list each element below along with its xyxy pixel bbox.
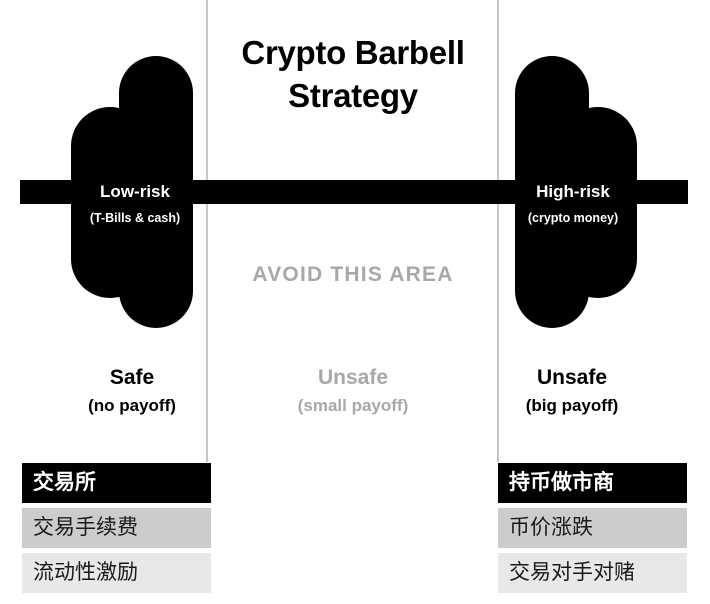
left-plate-label: Low-risk bbox=[100, 182, 170, 201]
page-title: Crypto Barbell Strategy bbox=[241, 34, 465, 114]
table-row: 交易对手对赌 bbox=[498, 553, 687, 593]
avoid-area-warning: AVOID THIS AREA bbox=[252, 263, 454, 286]
barbell-bar bbox=[20, 180, 688, 204]
outcome-center-payoff: (small payoff) bbox=[297, 396, 409, 416]
outcome-right-headline: Unsafe bbox=[536, 366, 608, 389]
table-row-header: 交易所 bbox=[22, 463, 211, 503]
barbell-left-caption: Low-risk (T-Bills & cash) bbox=[60, 182, 210, 225]
outcome-left-headline: Safe bbox=[109, 366, 155, 389]
right-plate-label: High-risk bbox=[536, 182, 610, 201]
table-row: 币价涨跌 bbox=[498, 508, 687, 548]
table-row: 流动性激励 bbox=[22, 553, 211, 593]
divider-line-left bbox=[206, 0, 208, 462]
table-market-maker: 持币做市商 币价涨跌 交易对手对赌 bbox=[498, 463, 687, 593]
outcome-left: Safe (no payoff) bbox=[32, 366, 232, 416]
divider-line-right bbox=[497, 0, 499, 462]
outcome-right-payoff: (big payoff) bbox=[525, 396, 619, 416]
table-exchange: 交易所 交易手续费 流动性激励 bbox=[22, 463, 211, 593]
outcome-left-payoff: (no payoff) bbox=[88, 396, 176, 416]
outcome-center: Unsafe (small payoff) bbox=[253, 366, 453, 416]
right-plate-sublabel: (crypto money) bbox=[527, 210, 619, 225]
left-plate-sublabel: (T-Bills & cash) bbox=[89, 210, 181, 225]
outcome-right: Unsafe (big payoff) bbox=[472, 366, 672, 416]
table-row-header: 持币做市商 bbox=[498, 463, 687, 503]
barbell-right-caption: High-risk (crypto money) bbox=[498, 182, 648, 225]
outcome-center-headline: Unsafe bbox=[317, 366, 389, 389]
table-row: 交易手续费 bbox=[22, 508, 211, 548]
